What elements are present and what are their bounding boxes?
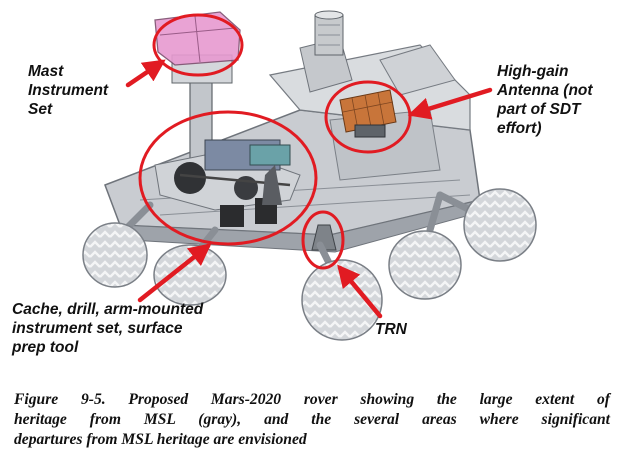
high-gain-antenna bbox=[339, 89, 397, 138]
trn-highlight-oval bbox=[301, 210, 345, 270]
cache-label-line-2: instrument set, surface bbox=[12, 320, 183, 337]
mast-label-line-3: Set bbox=[28, 101, 53, 118]
antenna-arrow bbox=[407, 87, 493, 120]
wheel-left-middle bbox=[153, 244, 227, 306]
wheel-right-rear bbox=[463, 188, 537, 262]
hga-label-line-3: part of SDT bbox=[497, 101, 581, 118]
cache-drill-label: Cache, drill, arm-mounted instrument set… bbox=[12, 300, 203, 357]
hga-label-line-2: Antenna (not bbox=[497, 82, 593, 99]
deck-equipment bbox=[314, 10, 456, 96]
wheel-front bbox=[301, 259, 383, 341]
callout-arrows bbox=[125, 59, 493, 319]
figure-caption: Figure 9-5. Proposed Mars-2020 rover sho… bbox=[14, 390, 610, 450]
hga-label-line-1: High-gain bbox=[497, 63, 569, 80]
mast bbox=[154, 11, 241, 181]
mast-label-line-1: Mast bbox=[28, 63, 64, 80]
high-gain-antenna-label: High-gain Antenna (not part of SDT effor… bbox=[497, 62, 593, 138]
mast-label-line-2: Instrument bbox=[28, 82, 109, 99]
hga-label-line-4: effort) bbox=[497, 120, 542, 137]
arm-highlight-oval bbox=[138, 110, 318, 246]
cache-arrow bbox=[137, 243, 212, 303]
cache-label-line-1: Cache, drill, arm-mounted bbox=[12, 301, 204, 318]
rover-illustration bbox=[82, 10, 537, 341]
caption-line-2: heritage from MSL (gray), and the severa… bbox=[14, 411, 610, 428]
wheel-left-rear bbox=[82, 222, 148, 288]
mast-instrument-label: Mast Instrument Set bbox=[28, 62, 108, 119]
mast-highlight-oval bbox=[152, 13, 244, 77]
caption-line-1: Figure 9-5. Proposed Mars-2020 rover sho… bbox=[14, 391, 610, 408]
wheel-right-middle bbox=[388, 230, 462, 300]
trn-arrow bbox=[337, 264, 383, 319]
trn-label-line-1: TRN bbox=[375, 321, 407, 338]
cache-label-line-3: prep tool bbox=[12, 339, 79, 356]
robotic-arm bbox=[154, 139, 301, 227]
trn-label: TRN bbox=[375, 320, 407, 339]
mast-arrow bbox=[125, 59, 166, 88]
caption-line-3: departures from MSL heritage are envisio… bbox=[14, 431, 307, 448]
